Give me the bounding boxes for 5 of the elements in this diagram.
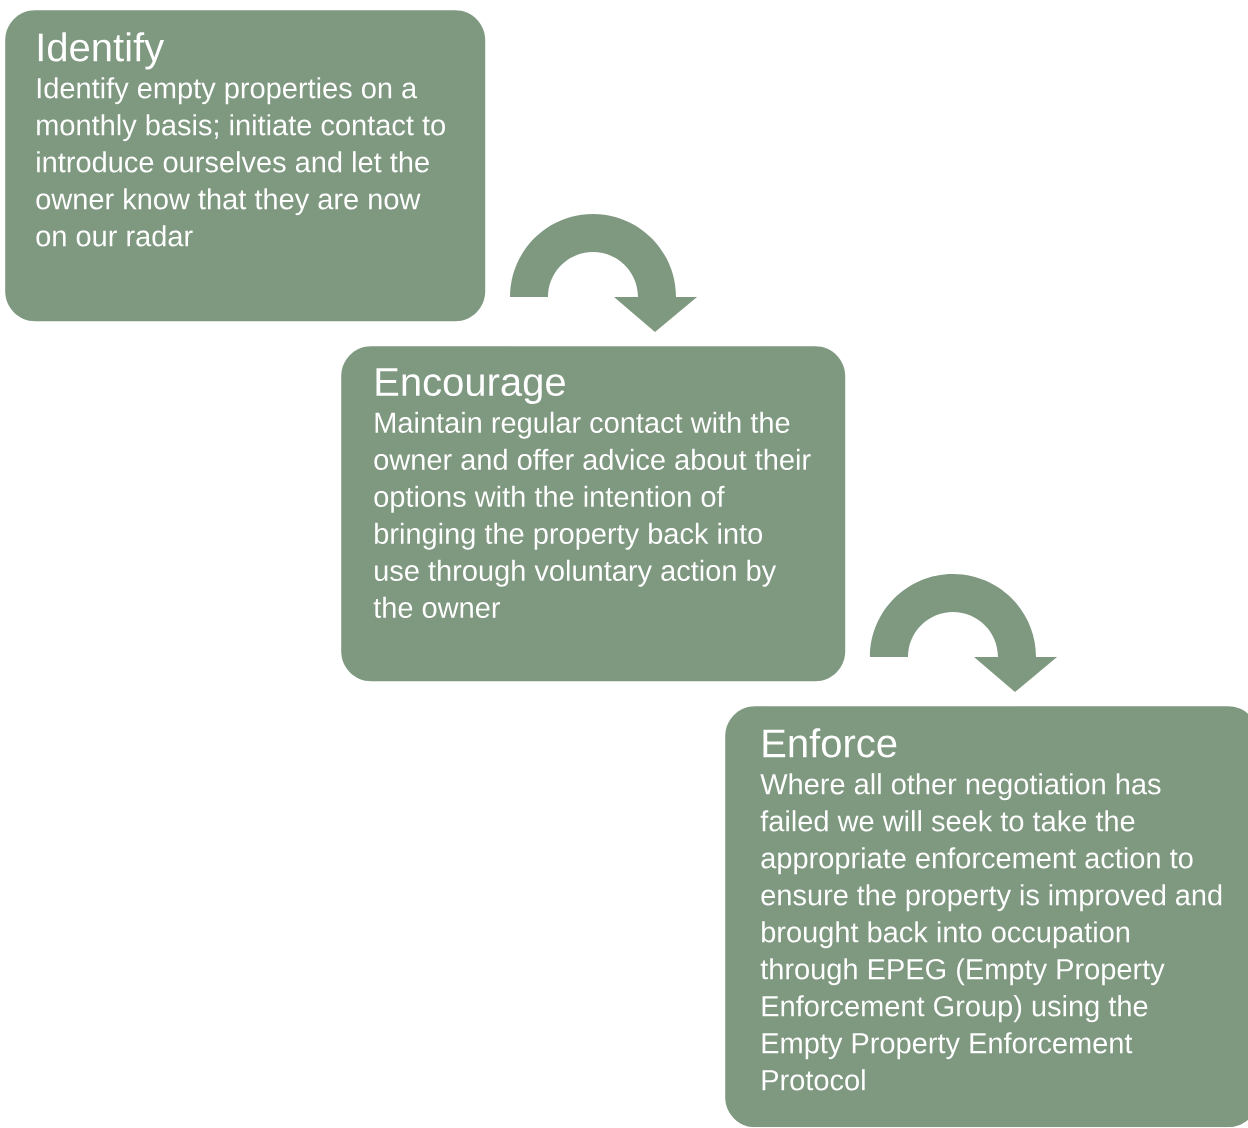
process-box: Identify Identify empty properties on a monthly basis; initiate contact to introduce ourselves and let the owner know that they are now on our radar (5, 10, 486, 322)
process-box: Encourage Maintain regular contact with the owner and offer advice about their options with the intention of bringing the property back into use through voluntary action by the owner (341, 346, 846, 682)
curved-arrow (870, 574, 1057, 692)
curved-arrow (510, 214, 697, 332)
process-box: Enforce Where all other negotiation has failed we will seek to take the appropriate enforcement action to ensure the property is improved and brought back into occupation through EPEG (Empty Property Enforcement Group) using the Empty Property Enforcement Protocol (725, 706, 1248, 1128)
